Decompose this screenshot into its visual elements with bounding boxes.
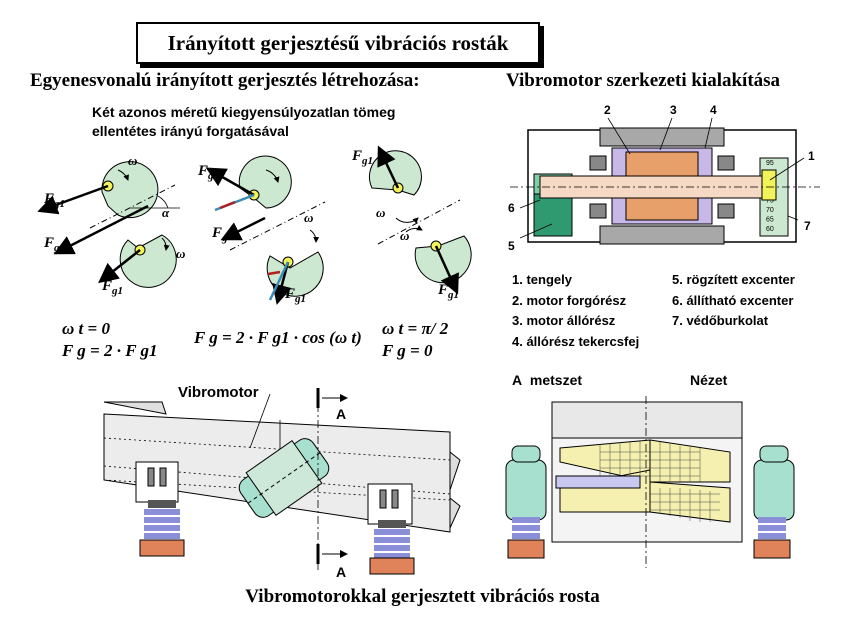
right-heading: Vibromotor szerkezeti kialakítása <box>506 70 781 91</box>
bottom-caption: Vibromotorokkal gerjesztett vibrációs ro… <box>245 586 600 607</box>
scale-tick-70: 70 <box>766 207 774 214</box>
unbalanced-mass-bottom <box>119 234 177 288</box>
scale-tick-95: 95 <box>766 160 774 167</box>
label-omega-5: ω <box>400 228 410 243</box>
label-fg1-5: Fg1 <box>352 148 374 167</box>
resultant-force-arrow <box>53 204 149 255</box>
vibromotor-label: Vibromotor <box>178 384 259 401</box>
screen-section-view <box>505 396 795 568</box>
page-title: Irányított gerjesztésű vibrációs rosták <box>136 22 540 64</box>
label-omega-2: ω <box>176 246 186 261</box>
description: Két azonos méretű kiegyensúlyozatlan töm… <box>92 103 395 141</box>
label-fg-2: Fg <box>212 225 228 244</box>
spring-left-section <box>507 517 545 559</box>
legend-item-6: 6. állítható excenter <box>672 292 794 308</box>
vibromotor-drawing <box>238 438 330 518</box>
formula-1: ω t = 0 F g = 2 · F g1 <box>62 319 158 360</box>
label-fg-1: Fg <box>44 235 60 254</box>
spring-right-section <box>753 517 791 559</box>
description-line-1: Két azonos méretű kiegyensúlyozatlan töm… <box>92 104 396 120</box>
scale-tick-60: 60 <box>766 226 774 233</box>
unbalanced-mass-top-2 <box>238 155 292 209</box>
spring-left <box>139 500 185 557</box>
vibromotor-left <box>505 459 547 521</box>
legend-item-7: 7. védőburkolat <box>672 313 769 328</box>
rotation-diagrams <box>37 145 472 305</box>
section-marker-bottom: A <box>336 564 347 580</box>
part-number-2: 2 <box>604 103 611 117</box>
label-fg1-3: Fg1 <box>198 163 220 182</box>
centerline <box>89 184 176 229</box>
stator-top <box>599 127 725 147</box>
part-number-7: 7 <box>804 219 811 233</box>
part-number-6: 6 <box>508 201 515 215</box>
formula-2: F g = 2 · F g1 · cos (ω t) <box>194 328 362 347</box>
legend-item-3: 3. motor állórész <box>512 313 616 328</box>
spring-bracket-right <box>367 483 413 525</box>
legend-right: 5. rögzített excenter 6. állítható excen… <box>672 270 795 332</box>
label-omega-4: ω <box>376 205 386 220</box>
diagram-1 <box>37 161 180 288</box>
force-arrow-bottom <box>98 249 141 284</box>
diagram-3 <box>368 145 472 295</box>
label-fg1-6: Fg1 <box>438 282 460 301</box>
view-label: Nézet <box>690 372 728 388</box>
diagram-2 <box>205 155 326 305</box>
feed-chute <box>103 401 167 415</box>
part-number-3: 3 <box>670 103 677 117</box>
legend-item-2: 2. motor forgórész <box>512 292 627 308</box>
label-fg1-4: Fg1 <box>285 286 307 305</box>
part-number-1: 1 <box>808 149 815 163</box>
stator-bottom <box>599 225 725 245</box>
scale-tick-75: 75 <box>766 198 774 205</box>
spring-right <box>369 520 415 575</box>
left-heading: Egyenesvonalú irányított gerjesztés létr… <box>30 70 420 91</box>
label-fg1-1: Fg1 <box>44 191 66 210</box>
part-number-5: 5 <box>508 239 515 253</box>
unbalanced-mass-top <box>101 161 159 219</box>
formula-3: ω t = π/ 2 F g = 0 <box>382 319 449 360</box>
label-fg1-2: Fg1 <box>102 278 124 297</box>
part-number-4: 4 <box>710 103 717 117</box>
legend-item-5: 5. rögzített excenter <box>672 272 795 287</box>
spring-bracket-left <box>135 461 179 503</box>
scale-tick-65: 65 <box>766 216 774 223</box>
vibromotor-right <box>753 459 795 521</box>
legend-item-1: 1. tengely <box>512 272 572 287</box>
legend-left: 1. tengely 2. motor forgórész 3. motor á… <box>512 270 639 352</box>
legend-item-4: 4. állórész tekercsfej <box>512 333 640 349</box>
vibrating-screen-side-view <box>103 388 461 575</box>
section-marker-top: A <box>336 406 347 422</box>
base-right <box>369 557 415 575</box>
force-arrow-top <box>37 184 109 215</box>
label-omega-1: ω <box>128 153 138 168</box>
fixed-eccentric-indicator <box>761 169 777 201</box>
section-view-label: A metszet <box>512 372 583 388</box>
description-line-2: ellentétes irányú forgatásával <box>92 123 289 139</box>
label-alpha: α <box>162 205 170 220</box>
label-omega-3: ω <box>304 210 314 225</box>
base-left <box>139 539 185 557</box>
part-number-labels: 1 2 3 4 5 6 7 <box>508 103 815 253</box>
